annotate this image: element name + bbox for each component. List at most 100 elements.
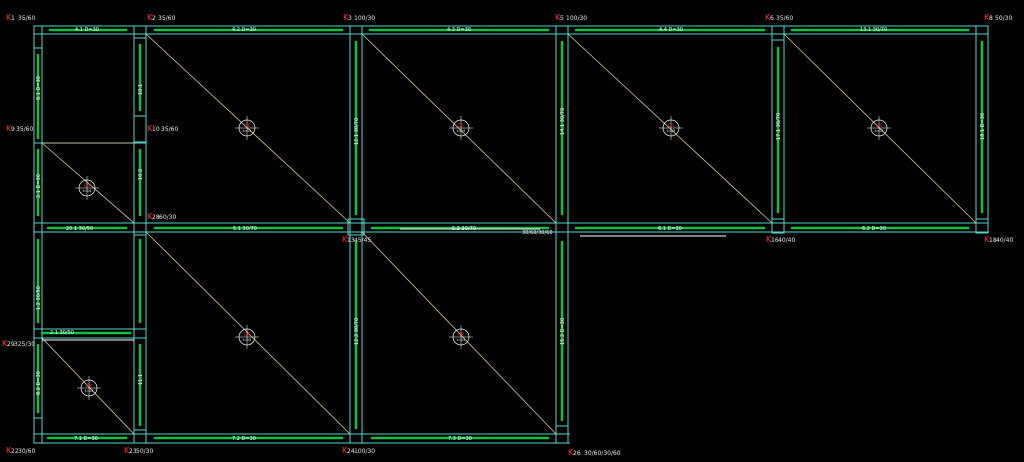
svg-text:35/60: 35/60 bbox=[18, 15, 35, 22]
svg-text:K: K bbox=[568, 448, 574, 457]
beam-label: 10.1 bbox=[138, 84, 144, 95]
beam-label: 5.1 30/70 bbox=[233, 226, 257, 232]
svg-text:K: K bbox=[147, 124, 153, 133]
svg-text:2: 2 bbox=[152, 15, 156, 22]
beam-labels: 4.1 D=30 4.2 D=30 4.3 D=30 4.4 D=30 13.1… bbox=[36, 27, 986, 442]
beam-label: 14.1 30/70 bbox=[560, 108, 566, 135]
beam-label: 4.1 D=30 bbox=[75, 27, 99, 33]
slab-marker: D6 t=15 bbox=[235, 325, 259, 349]
svg-text:K: K bbox=[6, 13, 12, 22]
beam-label: 11.1 bbox=[138, 374, 144, 385]
beam-label: 10.2 bbox=[138, 169, 144, 180]
slab-thickness: t=15 bbox=[243, 338, 252, 342]
beam-label: 4.4 D=30 bbox=[659, 27, 683, 33]
beam-label: 2.1 D=30 bbox=[36, 174, 42, 198]
beam-label: 12.1 30/70 bbox=[354, 118, 360, 145]
beam-label: 7.2 D=30 bbox=[232, 436, 256, 442]
slab-thickness: t=15 bbox=[85, 389, 94, 393]
svg-text:100/30: 100/30 bbox=[566, 15, 587, 22]
beam-label: 2.1 30/50 bbox=[50, 330, 74, 336]
svg-text:24: 24 bbox=[347, 448, 355, 455]
svg-text:K: K bbox=[342, 235, 348, 244]
svg-text:30/60: 30/60 bbox=[18, 448, 35, 455]
slab-name: D1 bbox=[244, 123, 250, 128]
svg-text:26: 26 bbox=[573, 450, 581, 457]
svg-text:K: K bbox=[2, 339, 8, 348]
svg-text:K: K bbox=[984, 13, 990, 22]
slab-thickness: t=15 bbox=[83, 189, 92, 193]
svg-text:K: K bbox=[124, 446, 130, 455]
svg-text:50/30: 50/30 bbox=[995, 15, 1012, 22]
svg-text:8: 8 bbox=[989, 15, 993, 22]
slab-name: D5 bbox=[84, 183, 90, 188]
slab-marker: D1 t=15 bbox=[235, 116, 259, 140]
slab-marker: D7 t=15 bbox=[449, 325, 473, 349]
svg-text:28: 28 bbox=[152, 214, 160, 221]
svg-text:1: 1 bbox=[11, 15, 15, 22]
column-boxes bbox=[33, 25, 989, 444]
svg-text:K: K bbox=[766, 235, 772, 244]
svg-text:K: K bbox=[984, 235, 990, 244]
svg-text:K: K bbox=[147, 13, 153, 22]
svg-text:16: 16 bbox=[771, 237, 779, 244]
svg-text:K: K bbox=[6, 124, 12, 133]
beam-label: 5.3 30/70 bbox=[452, 226, 476, 232]
beam-label: 1.2 30/50 bbox=[36, 286, 42, 310]
slab-name: D6 bbox=[244, 332, 250, 337]
beam-label: 7.1 D=30 bbox=[74, 436, 98, 442]
svg-text:100/30: 100/30 bbox=[354, 15, 375, 22]
svg-text:13: 13 bbox=[347, 237, 355, 244]
slab-thickness: t=15 bbox=[457, 338, 466, 342]
slab-name: D2 bbox=[458, 123, 464, 128]
svg-text:K: K bbox=[343, 13, 349, 22]
slab-marker: D4 t=15 bbox=[867, 116, 891, 140]
svg-text:10: 10 bbox=[152, 126, 160, 133]
svg-text:40/40: 40/40 bbox=[778, 237, 795, 244]
beam-label: 12.2 30/70 bbox=[354, 318, 360, 345]
slab-name: D3 bbox=[668, 123, 674, 128]
svg-text:35/60: 35/60 bbox=[776, 15, 793, 22]
slab-thickness: t=15 bbox=[243, 129, 252, 133]
svg-text:40/40: 40/40 bbox=[996, 237, 1013, 244]
beam-label: 13.1 30/70 bbox=[860, 27, 887, 33]
slab-marker: D5 t=15 bbox=[75, 176, 99, 200]
svg-text:K: K bbox=[6, 446, 12, 455]
beam-label: 8.2 D=30 bbox=[36, 371, 42, 395]
beam-label: 4.3 D=30 bbox=[447, 27, 471, 33]
slab-name: D4 bbox=[876, 123, 882, 128]
beam-outlines bbox=[33, 25, 989, 444]
svg-text:35/60: 35/60 bbox=[16, 126, 33, 133]
beam-label: 6.2 D=30 bbox=[862, 226, 886, 232]
beam-label: 15.2 D=30 bbox=[560, 318, 566, 345]
beam-label: 7.3 D=30 bbox=[448, 436, 472, 442]
wire-lines bbox=[42, 228, 726, 341]
beam-label: 17.1 30/70 bbox=[776, 113, 782, 140]
svg-text:325/30: 325/30 bbox=[14, 341, 35, 348]
slab-marker: D3 t=15 bbox=[659, 116, 683, 140]
svg-text:50/30: 50/30 bbox=[136, 448, 153, 455]
svg-text:35/60: 35/60 bbox=[158, 15, 175, 22]
beam-label: 18.1 D=30 bbox=[980, 113, 986, 140]
slab-marker: D8 t=15 bbox=[77, 376, 101, 400]
beam-label: 30/60/30/60 bbox=[522, 230, 553, 236]
svg-text:5: 5 bbox=[560, 15, 564, 22]
svg-text:60/30: 60/30 bbox=[159, 214, 176, 221]
svg-text:35/60: 35/60 bbox=[161, 126, 178, 133]
svg-text:9: 9 bbox=[11, 126, 15, 133]
svg-text:K: K bbox=[555, 13, 561, 22]
